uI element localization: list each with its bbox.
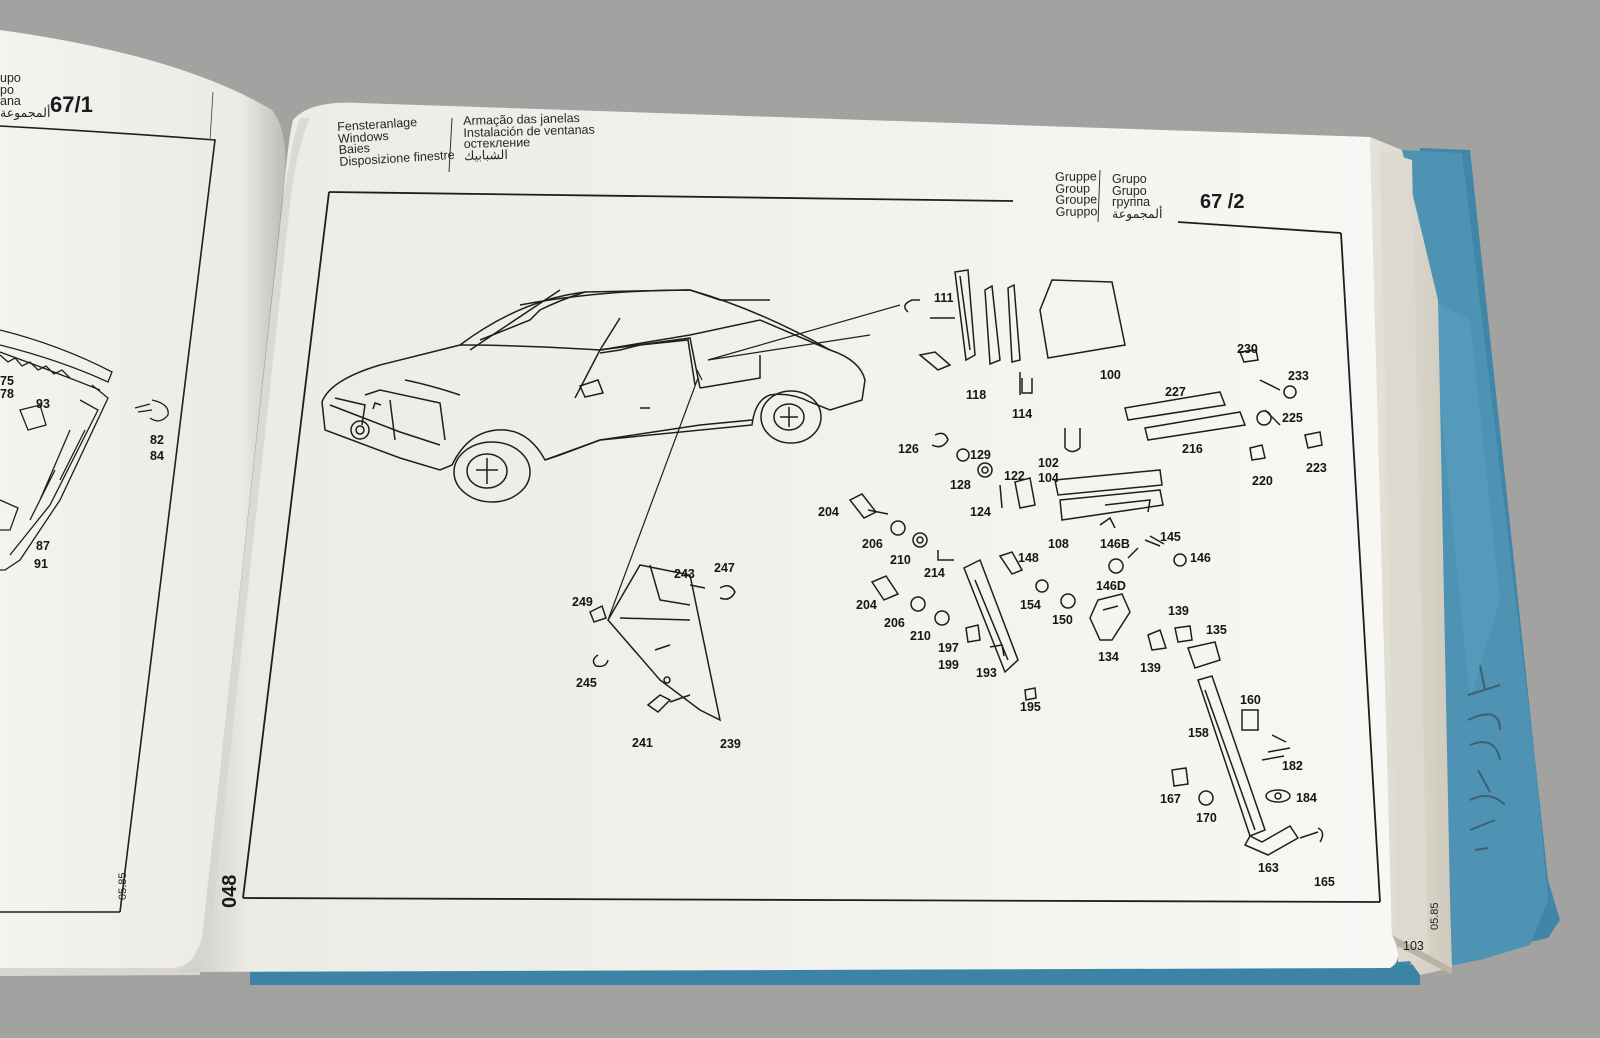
- callout: 247: [714, 561, 735, 575]
- title-block-right: Armação das janelas Instalación de venta…: [463, 111, 596, 163]
- group-label: Grupo: [1112, 172, 1147, 186]
- group-number: 67 /2: [1200, 191, 1245, 213]
- callout: 182: [1282, 759, 1303, 773]
- group-labels-left: Gruppe Group Groupe Gruppo: [1055, 169, 1098, 219]
- callout: 128: [950, 478, 971, 492]
- callout: 170: [1196, 811, 1217, 825]
- right-date-code: 05.85: [1429, 902, 1441, 930]
- group-labels-right: Grupo Grupo группа ألمجموعة: [1112, 172, 1163, 221]
- callout: 210: [910, 629, 931, 643]
- callout: 160: [1240, 693, 1261, 707]
- callout: 78: [0, 387, 14, 401]
- callout: 225: [1282, 411, 1303, 425]
- callout: 126: [898, 442, 919, 456]
- callout: 167: [1160, 792, 1181, 806]
- callout: 204: [818, 505, 839, 519]
- callout: 139: [1140, 661, 1161, 675]
- callout: 87: [36, 539, 50, 553]
- callout: 165: [1314, 875, 1335, 889]
- car-illustration: [321, 289, 866, 503]
- callout: 146D: [1096, 579, 1126, 593]
- callout: 75: [0, 374, 14, 388]
- window-glass-100: [1039, 279, 1126, 359]
- left-page: [0, 30, 286, 968]
- callout: 227: [1165, 385, 1186, 399]
- callout: 93: [36, 397, 50, 411]
- callout: 129: [970, 448, 991, 462]
- group-label: Grupo: [1112, 183, 1147, 198]
- left-diagram-fragment: [0, 329, 169, 571]
- left-group-line: ana: [0, 94, 21, 108]
- callout: 241: [632, 736, 653, 750]
- left-group-line: upo: [0, 71, 21, 85]
- callout: 199: [938, 658, 959, 672]
- callout: 135: [1206, 623, 1227, 637]
- callout: 216: [1182, 442, 1203, 456]
- callout: 243: [674, 567, 695, 581]
- cover-handwriting: [1467, 664, 1506, 851]
- regulator-parts: [848, 428, 1221, 701]
- callout: 245: [576, 676, 597, 690]
- callout: 158: [1188, 726, 1209, 740]
- callout: 150: [1052, 613, 1073, 627]
- callout: 91: [34, 557, 48, 571]
- callout: 197: [938, 641, 959, 655]
- callout: 139: [1168, 604, 1189, 618]
- callout: 100: [1100, 368, 1121, 382]
- callout: 148: [1018, 551, 1039, 565]
- callout: 118: [966, 388, 987, 402]
- group-label: группа: [1112, 195, 1151, 209]
- callout: 84: [150, 449, 164, 463]
- callout: 146B: [1100, 537, 1130, 551]
- callout: 184: [1296, 791, 1317, 805]
- lower-assembly: [589, 564, 736, 722]
- callout: 233: [1288, 369, 1309, 383]
- callout: 82: [150, 433, 164, 447]
- callout: 195: [1020, 700, 1041, 714]
- callout: 145: [1160, 530, 1181, 544]
- callout: 193: [976, 666, 997, 680]
- callout: 206: [884, 616, 905, 630]
- left-group-header: upo po ana ألمجموعة: [0, 71, 51, 120]
- left-group-line: po: [0, 82, 14, 97]
- callout: 206: [862, 537, 883, 551]
- callout: 104: [1038, 471, 1059, 485]
- callout: 214: [924, 566, 945, 580]
- callout: 239: [720, 737, 741, 751]
- callout: 102: [1038, 456, 1059, 470]
- left-page-number: 048: [219, 874, 241, 908]
- callout: 249: [572, 595, 593, 609]
- window-parts: [904, 269, 1323, 461]
- right-page: [178, 102, 1399, 972]
- right-page-number: 103: [1403, 939, 1424, 953]
- callout: 210: [890, 553, 911, 567]
- callout: 146: [1190, 551, 1211, 565]
- callout: 163: [1258, 861, 1279, 875]
- channel-parts: [1171, 675, 1324, 856]
- group-label: Gruppo: [1055, 203, 1098, 219]
- callout: 220: [1252, 474, 1273, 488]
- left-group-number: 67/1: [50, 92, 93, 117]
- left-group-line: ألمجموعة: [0, 105, 51, 120]
- callout: 111: [934, 291, 954, 305]
- callout: 204: [856, 598, 877, 612]
- title-block-left: Fensteranlage Windows Baies Disposizione…: [337, 115, 455, 168]
- callout: 154: [1020, 598, 1041, 612]
- callout: 223: [1306, 461, 1327, 475]
- callout: 124: [970, 505, 991, 519]
- callout: 134: [1098, 650, 1119, 664]
- callout: 230: [1237, 342, 1258, 356]
- left-date-code: 05.85: [117, 872, 129, 900]
- callout: 114: [1012, 407, 1033, 421]
- callout: 108: [1048, 537, 1069, 551]
- group-label: ألمجموعة: [1112, 206, 1163, 221]
- callout: 122: [1004, 469, 1025, 483]
